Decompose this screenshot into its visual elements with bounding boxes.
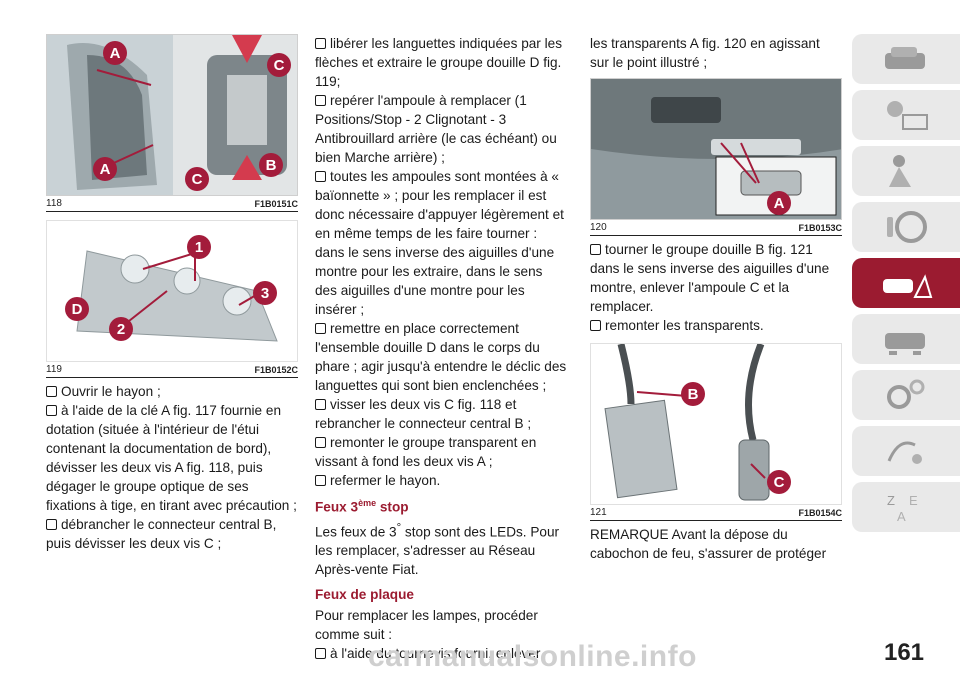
figure-120-caption: 120 F1B0153C (590, 220, 842, 236)
figure-number: 118 (46, 198, 62, 209)
tab-warning-lights[interactable] (852, 90, 960, 140)
watermark: carmanualsonline.info (368, 640, 697, 673)
figure-118: A C A C B (46, 34, 298, 196)
callout-1: 1 (187, 235, 211, 259)
checkbox-icon (590, 244, 601, 255)
bullet-item: tourner le groupe douille B fig. 121 dan… (590, 242, 830, 314)
figure-code: F1B0151C (254, 199, 298, 209)
bullet-item: refermer le hayon. (315, 471, 568, 490)
gears-icon (887, 379, 925, 409)
car-maintenance-icon (885, 333, 925, 355)
checkbox-icon (46, 405, 57, 416)
bullet-item: visser les deux vis C fig. 118 et rebran… (315, 397, 532, 431)
checkbox-icon (315, 648, 326, 660)
column-2: libérer les languettes indiquées par les… (315, 34, 568, 663)
bullet-item: à l'aide de la clé A fig. 117 fournie en… (46, 403, 297, 513)
checkbox-icon (315, 323, 326, 334)
page-number: 161 (874, 636, 934, 670)
bullet-item: toutes les ampoules sont montées à « baï… (315, 169, 564, 317)
steering-icon (887, 211, 927, 243)
tab-driving[interactable] (852, 202, 960, 252)
svg-text:E: E (909, 493, 918, 508)
bullet-item: débrancher le connecteur central B, puis… (46, 517, 277, 551)
figure-number: 121 (590, 507, 607, 518)
callout-a-top: A (103, 41, 127, 65)
callout-c-top: C (267, 53, 291, 77)
tab-maintenance[interactable] (852, 314, 960, 364)
figure-code: F1B0153C (798, 223, 842, 233)
figure-120-illustration (591, 79, 841, 219)
tab-safety[interactable] (852, 146, 960, 196)
figure-118-caption: 118 F1B0151C (46, 196, 298, 212)
section-heading-plate-lights: Feux de plaque (315, 587, 414, 603)
column-3: les transparents A fig. 120 en agissant … (590, 34, 842, 563)
checkbox-icon (315, 38, 326, 49)
figure-121-caption: 121 F1B0154C (590, 505, 842, 521)
paragraph: Pour remplacer les lampes, procéder comm… (315, 608, 538, 643)
paragraph: Les feux de 3° stop sont des LEDs. Pour … (315, 521, 560, 578)
checkbox-icon (315, 171, 326, 182)
checkbox-icon (46, 519, 57, 530)
figure-119: 1 D 3 2 (46, 220, 298, 362)
callout-3: 3 (253, 281, 277, 305)
tab-car-dashboard[interactable] (852, 34, 960, 84)
checkbox-icon (590, 320, 601, 331)
bullet-item: remonter le groupe transparent en vissan… (315, 435, 537, 469)
column-1: A C A C B 118 F1B0151C 1 D 3 2 119 F1B01… (46, 34, 298, 553)
callout-2: 2 (109, 317, 133, 341)
paragraph: les transparents A fig. 120 en agissant … (590, 36, 820, 70)
callout-a-bottom: A (93, 157, 117, 181)
bullet-item: repérer l'ampoule à remplacer (1 Positio… (315, 93, 557, 165)
bullet-item: Ouvrir le hayon ; (46, 382, 298, 401)
bullet-item: remonter les transparents. (590, 316, 842, 335)
figure-120: A (590, 78, 842, 220)
callout-c: C (767, 470, 791, 494)
bullet-item: remettre en place correctement l'ensembl… (315, 321, 567, 393)
figure-code: F1B0154C (798, 508, 842, 518)
multimedia-icon (887, 441, 922, 464)
emergency-car-icon (883, 274, 933, 298)
figure-code: F1B0152C (254, 365, 298, 375)
callout-b: B (681, 382, 705, 406)
car-dashboard-icon (885, 47, 925, 69)
figure-121: B C (590, 343, 842, 505)
checkbox-icon (315, 399, 326, 410)
checkbox-icon (315, 437, 326, 448)
figure-number: 120 (590, 222, 607, 233)
callout-a: A (767, 191, 791, 215)
callout-b: B (259, 153, 283, 177)
figure-number: 119 (46, 364, 62, 375)
warning-lights-icon (887, 101, 928, 130)
svg-text:Z: Z (887, 493, 895, 508)
section-heading-third-stop: Feux 3ème stop (315, 498, 409, 515)
checkbox-icon (315, 95, 326, 106)
callout-d: D (65, 297, 89, 321)
bullet-item: libérer les languettes indiquées par les… (315, 36, 562, 89)
checkbox-icon (46, 386, 57, 397)
paragraph: REMARQUE Avant la dépose du cabochon de … (590, 527, 827, 561)
figure-121-illustration (604, 344, 770, 501)
svg-text:A: A (897, 509, 906, 524)
callout-c-bottom: C (185, 167, 209, 191)
safety-airbag-icon (889, 155, 911, 187)
tab-technical-data[interactable] (852, 370, 960, 420)
checkbox-icon (315, 475, 326, 486)
tab-emergency[interactable] (852, 258, 960, 308)
tab-multimedia[interactable] (852, 426, 960, 476)
bullet-item: à l'aide du tournevis fourni, enlever (315, 644, 568, 663)
figure-119-caption: 119 F1B0152C (46, 362, 298, 378)
